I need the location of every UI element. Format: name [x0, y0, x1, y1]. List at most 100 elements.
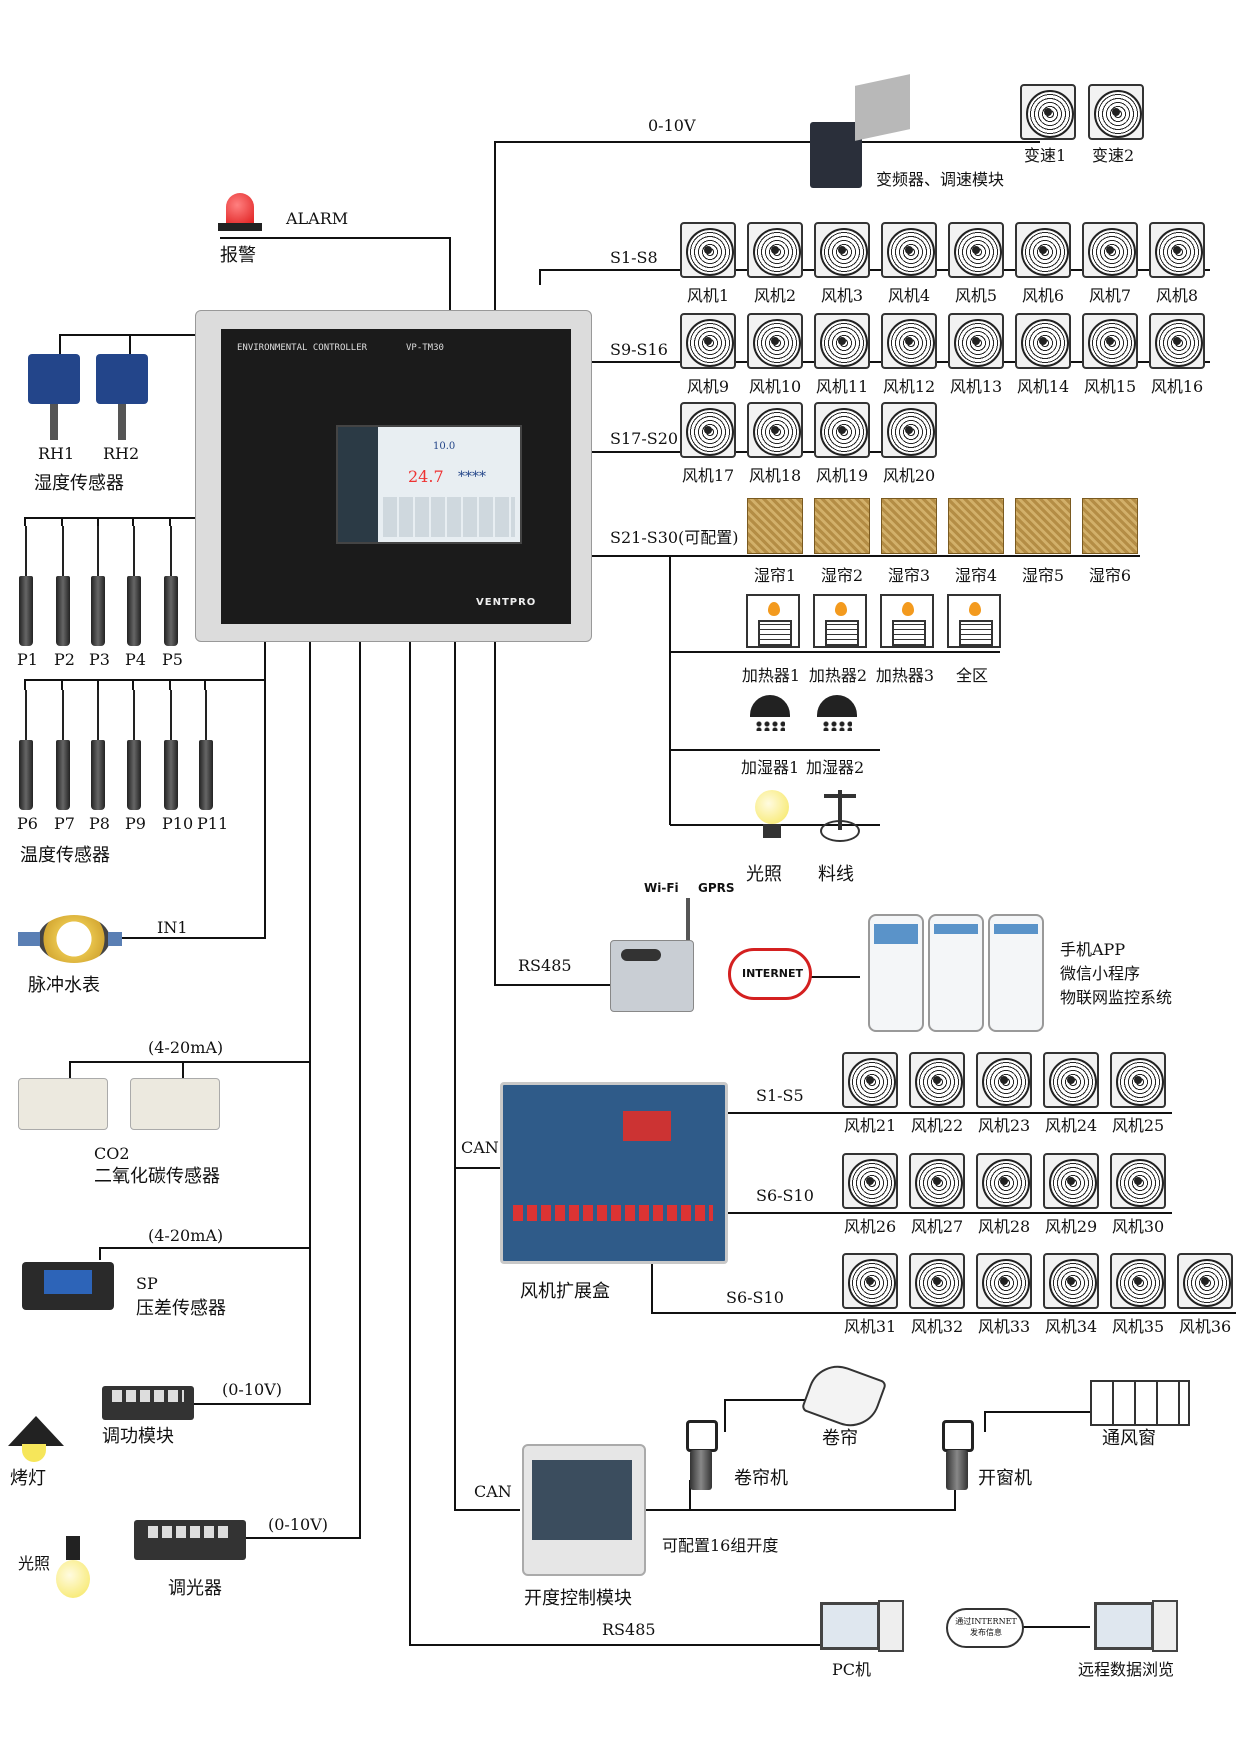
cooling-pad-icon — [881, 498, 937, 554]
cooling-pad-icon — [1015, 498, 1071, 554]
fan-label: 风机26 — [843, 1217, 897, 1236]
sp-label: 压差传感器 — [136, 1298, 226, 1319]
pad-label: 湿帘6 — [1088, 566, 1132, 585]
rh-label-2: RH2 — [103, 444, 140, 463]
fan-icon — [842, 1153, 898, 1209]
fan-label: 风机14 — [1016, 377, 1070, 396]
fan-label: 风机5 — [954, 286, 998, 305]
fan-icon — [909, 1153, 965, 1209]
expansion-group-1: S1-S5 — [756, 1086, 804, 1105]
expansion-box — [500, 1082, 728, 1264]
co2-name: CO2 — [94, 1144, 130, 1163]
pad-label: 湿帘3 — [887, 566, 931, 585]
fan-icon — [1149, 222, 1205, 278]
co2-signal: (4-20mA) — [148, 1038, 224, 1057]
gprs-label: GPRS — [698, 881, 735, 895]
fan-label: 风机30 — [1111, 1217, 1165, 1236]
heat-lamp-label: 烤灯 — [10, 1468, 46, 1489]
sp-name: SP — [136, 1274, 158, 1293]
variable-fan-2 — [1088, 84, 1144, 140]
fan-icon — [1177, 1253, 1233, 1309]
fan-label: 风机16 — [1150, 377, 1204, 396]
fan-icon — [948, 313, 1004, 369]
light-label: 光照 — [746, 864, 782, 885]
temperature-probe-icon — [90, 690, 106, 810]
fan-icon — [1015, 313, 1071, 369]
group-s9-s16: S9-S16 — [610, 340, 668, 359]
app-label-1: 手机APP — [1060, 940, 1126, 959]
screen-value: 10.0 — [433, 441, 456, 452]
phone-icon-3 — [988, 914, 1044, 1032]
water-meter-icon — [38, 915, 110, 963]
screen-code: **** — [458, 469, 486, 485]
fan-label: 风机13 — [949, 377, 1003, 396]
water-label: 脉冲水表 — [28, 975, 100, 996]
humidifier-label-1: 加湿器1 — [741, 758, 800, 777]
controller-touchscreen[interactable]: 24.7 10.0 **** — [336, 425, 522, 544]
fan-label: 风机10 — [748, 377, 802, 396]
fan-icon — [948, 222, 1004, 278]
temperature-probe-icon — [163, 690, 179, 810]
app-label-2: 微信小程序 — [1060, 964, 1141, 983]
fan-icon — [747, 402, 803, 458]
controller-face: ENVIRONMENTAL CONTROLLER VP-TM30 24.7 10… — [221, 329, 571, 624]
remote-tower-icon — [1152, 1600, 1178, 1652]
controller-title: ENVIRONMENTAL CONTROLLER — [237, 343, 368, 353]
temperature-probe-icon — [18, 690, 34, 810]
fan-icon — [881, 222, 937, 278]
fan-icon — [814, 402, 870, 458]
power-supply — [855, 74, 910, 141]
dimmer-icon — [134, 1520, 246, 1560]
rs485-pc-label: RS485 — [602, 1620, 656, 1639]
fan-icon — [881, 313, 937, 369]
probe-label: P3 — [89, 650, 110, 669]
remote-label: 远程数据浏览 — [1078, 1660, 1175, 1679]
co2-sensor-1 — [18, 1078, 108, 1130]
probe-label: P8 — [89, 814, 110, 833]
fan-icon — [1082, 222, 1138, 278]
humidifier-icon-2 — [812, 695, 862, 735]
heater-icon — [813, 594, 867, 648]
fan-label: 风机34 — [1044, 1317, 1098, 1336]
fan-label: 风机1 — [686, 286, 730, 305]
humidifier-icon-1 — [745, 695, 795, 735]
heater-icon — [880, 594, 934, 648]
remote-monitor-icon — [1094, 1602, 1154, 1650]
fan-label: 风机25 — [1111, 1116, 1165, 1135]
temperature-probe-icon — [55, 690, 71, 810]
probe-label: P2 — [54, 650, 75, 669]
dimmer-label: 调光器 — [168, 1578, 222, 1599]
cooling-pad-icon — [814, 498, 870, 554]
expansion-label: 风机扩展盒 — [520, 1281, 610, 1302]
fan-icon — [814, 313, 870, 369]
fan-label: 风机29 — [1044, 1217, 1098, 1236]
wifi-label: Wi-Fi — [644, 881, 679, 895]
fan-label: 风机20 — [882, 466, 936, 485]
probe-label: P9 — [125, 814, 146, 833]
heater-icon — [947, 594, 1001, 648]
fan-label: 风机22 — [910, 1116, 964, 1135]
fan-icon — [680, 313, 736, 369]
vent-window-icon — [1090, 1380, 1190, 1426]
fan-label: 风机28 — [977, 1217, 1031, 1236]
curtain-label: 卷帘 — [822, 1428, 858, 1449]
fan-icon — [909, 1052, 965, 1108]
fan-label: 风机32 — [910, 1317, 964, 1336]
heater-icon — [746, 594, 800, 648]
pad-label: 湿帘1 — [753, 566, 797, 585]
dimmer-light-label: 光照 — [18, 1554, 51, 1573]
curtain-motor-label: 卷帘机 — [734, 1468, 788, 1489]
pad-label: 湿帘5 — [1021, 566, 1065, 585]
co2-sensor-2 — [130, 1078, 220, 1130]
fan-label: 风机4 — [887, 286, 931, 305]
group-s21-s30: S21-S30(可配置) — [610, 528, 739, 547]
fan-icon — [1082, 313, 1138, 369]
phone-icon-2 — [928, 914, 984, 1032]
pc-monitor-icon — [820, 1602, 880, 1650]
internet-cloud-icon — [728, 948, 812, 1000]
rh-sensor-2 — [96, 354, 148, 404]
pad-label: 湿帘4 — [954, 566, 998, 585]
can-expansion-label: CAN — [461, 1138, 499, 1157]
fan-label: 风机35 — [1111, 1317, 1165, 1336]
